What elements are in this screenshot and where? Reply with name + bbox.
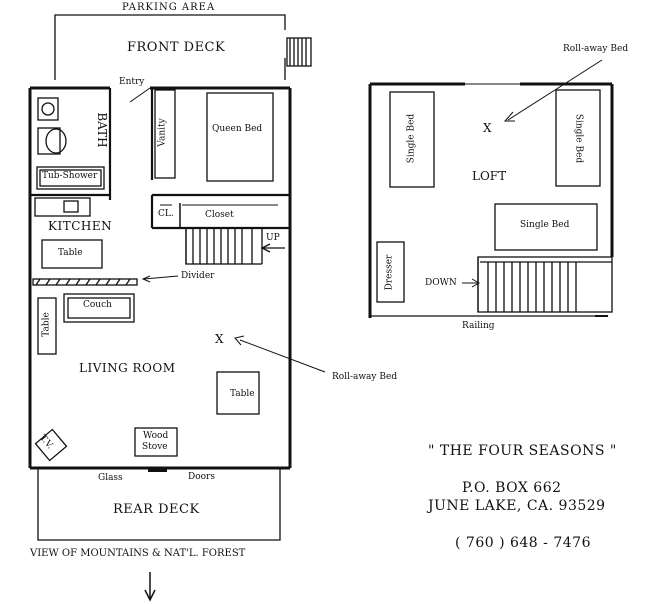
loft-single-bed-right-label: Single Bed (573, 113, 584, 164)
living-room-label: LIVING ROOM (79, 361, 176, 375)
rear-deck-label: REAR DECK (113, 502, 200, 517)
toilet (37, 127, 61, 155)
railing-label: Railing (462, 321, 495, 331)
tv-stand (34, 428, 68, 462)
living-table (216, 371, 260, 415)
front-deck-outline (54, 14, 286, 80)
stairs-down (477, 256, 613, 313)
kitchen-divider (32, 278, 138, 286)
loft-single-bed-left (389, 91, 435, 188)
doors-label: Doors (188, 472, 215, 482)
bath-label: BATH (95, 112, 109, 148)
divider-label: Divider (181, 271, 215, 281)
side-table (37, 297, 57, 355)
glass-label: Glass (98, 473, 123, 483)
city-address: JUNE LAKE, CA. 93529 (428, 498, 606, 514)
loft-label: LOFT (472, 169, 507, 183)
loft-single-bed-right (555, 89, 601, 187)
living-table-label: Table (230, 389, 255, 399)
closet-label: Closet (205, 210, 234, 220)
rear-deck-outline (37, 468, 281, 541)
floor-x-mark: X (215, 332, 224, 346)
entry-label: Entry (119, 77, 145, 87)
property-name: " THE FOUR SEASONS " (428, 443, 617, 459)
loft-x-mark: X (483, 121, 492, 135)
parking-area-label: PARKING AREA (122, 2, 216, 13)
loft-single-bed-center (494, 203, 598, 251)
couch (63, 293, 135, 323)
wood-stove-label-1: Wood (143, 431, 169, 441)
front-deck-label: FRONT DECK (127, 40, 226, 55)
phone-number: ( 760 ) 648 - 7476 (455, 535, 591, 551)
down-label: DOWN (425, 278, 457, 288)
loft-single-bed-left-label: Single Bed (406, 113, 417, 164)
kitchen-table (41, 239, 103, 269)
wood-stove-label-2: Stove (142, 442, 168, 452)
cl-label: CL. (158, 209, 174, 219)
kitchen-label: KITCHEN (48, 219, 113, 233)
queen-bed (206, 92, 274, 182)
vanity-label: Vanity (157, 118, 168, 147)
front-deck-stairs (286, 37, 312, 67)
kitchen-table-label: Table (58, 248, 83, 258)
up-label: UP (266, 233, 280, 243)
loft-single-bed-center-label: Single Bed (520, 220, 570, 230)
vanity (154, 89, 176, 179)
bath-sink (37, 97, 59, 121)
wood-stove (134, 427, 178, 457)
floor-rollaway-label: Roll-away Bed (332, 372, 398, 382)
queen-bed-label: Queen Bed (212, 124, 263, 134)
side-table-label: Table (41, 312, 52, 337)
couch-label: Couch (83, 300, 112, 310)
tub-shower (36, 166, 105, 190)
view-label: VIEW OF MOUNTAINS & NAT'L. FOREST (30, 548, 246, 559)
loft-rollaway-label: Roll-away Bed (563, 44, 629, 54)
loft-outer-walls (368, 82, 614, 318)
tub-shower-label: Tub-Shower (42, 171, 98, 181)
po-box: P.O. BOX 662 (462, 480, 562, 496)
dresser-label: Dresser (384, 254, 395, 291)
loft-dresser (376, 241, 405, 303)
kitchen-sink-counter (34, 197, 91, 217)
